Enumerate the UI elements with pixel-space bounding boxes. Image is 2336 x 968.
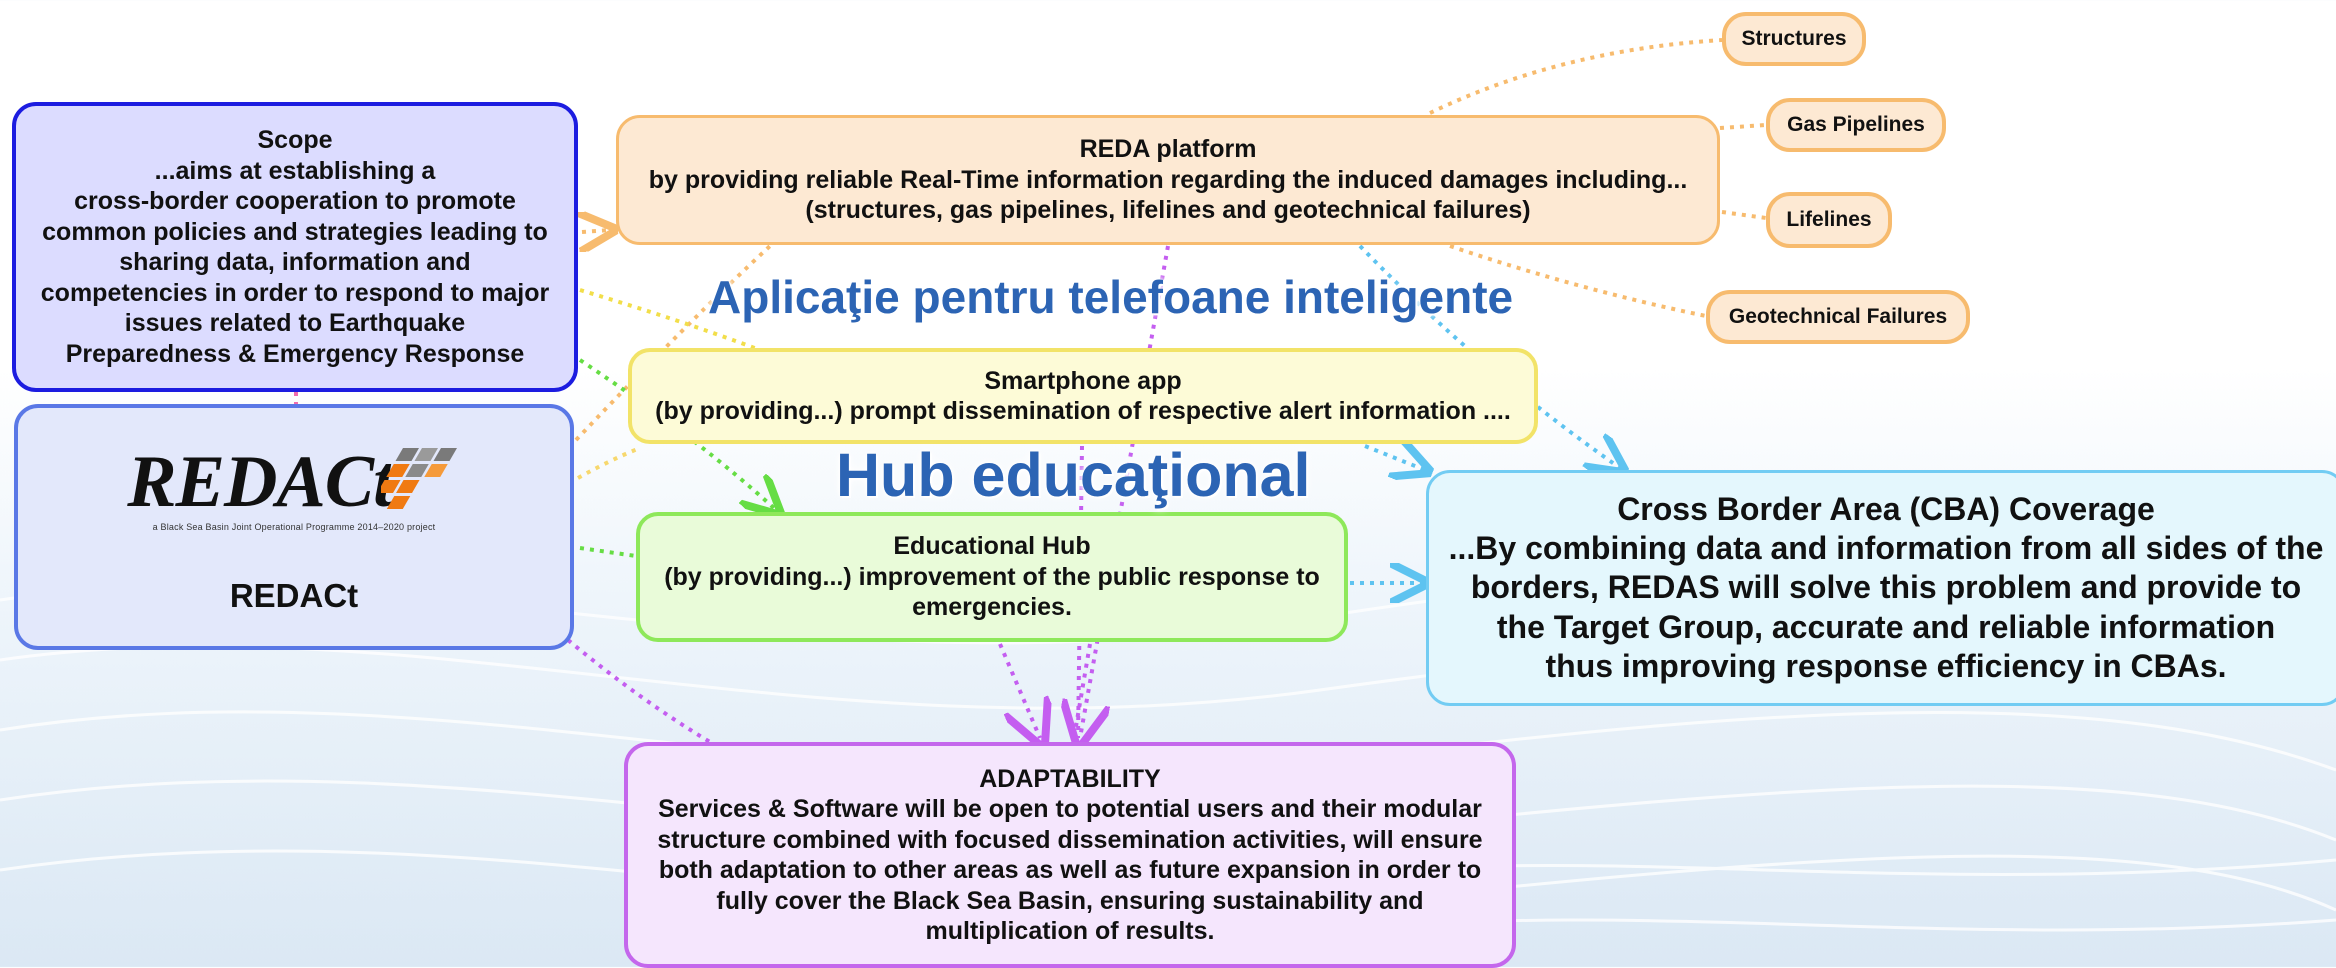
connector-reda-lifelines xyxy=(1721,210,1767,220)
scope-text-line: issues related to Earthquake xyxy=(124,309,466,337)
overlay-hub-title: Hub educaţional xyxy=(836,441,1311,509)
adaptability-title: ADAPTABILITY xyxy=(979,764,1161,793)
educational-hub-text-line: emergencies. xyxy=(912,593,1072,622)
adaptability-text-line: Services & Software will be open to pote… xyxy=(658,795,1482,823)
educational-hub-text-line: (by providing...) improvement of the pub… xyxy=(664,562,1320,591)
smartphone-app-title: Smartphone app xyxy=(984,366,1182,395)
overlay-app-title: Aplicaţie pentru telefoane inteligente xyxy=(708,271,1514,323)
scope-box: Scope ...aims at establishing a cross-bo… xyxy=(12,102,578,392)
connector-reda-adapt xyxy=(1080,245,1170,738)
connector-redact-adapt xyxy=(566,638,712,744)
connector-reda-geo xyxy=(1449,244,1707,318)
educational-hub-box: Educational Hub (by providing...) improv… xyxy=(636,512,1348,642)
reda-platform-text-line: by providing reliable Real-Time informat… xyxy=(648,165,1688,194)
connector-smartphone-adapt xyxy=(1076,445,1084,739)
scope-title: Scope xyxy=(257,126,333,154)
leaf-geotechnical-failures: Geotechnical Failures xyxy=(1706,290,1970,344)
scope-text-line: Preparedness & Emergency Response xyxy=(65,339,525,368)
adaptability-text-line: structure combined with focused dissemin… xyxy=(657,825,1483,854)
connector-scope-reda xyxy=(582,230,610,232)
redact-box: REDACt a Black Sea Basin Joint Operation… xyxy=(14,404,574,650)
educational-hub-title: Educational Hub xyxy=(893,532,1091,561)
cba-coverage-text-line: thus improving response efficiency in CB… xyxy=(1545,647,2227,684)
cba-coverage-box: Cross Border Area (CBA) Coverage ...By c… xyxy=(1426,470,2336,706)
cba-coverage-text-line: borders, REDAS will solve this problem a… xyxy=(1470,569,2302,606)
reda-platform-text-line: (structures, gas pipelines, lifelines an… xyxy=(805,196,1531,225)
cba-coverage-title: Cross Border Area (CBA) Coverage xyxy=(1617,491,2155,528)
scope-text-line: ...aims at establishing a xyxy=(154,156,436,185)
smartphone-app-text-line: (by providing...) prompt dissemination o… xyxy=(655,397,1511,425)
smartphone-app-box: Smartphone app (by providing...) prompt … xyxy=(628,348,1538,444)
adaptability-text-line: multiplication of results. xyxy=(925,917,1215,945)
connector-edu-adapt-1 xyxy=(998,643,1040,738)
cba-coverage-text-line: the Target Group, accurate and reliable … xyxy=(1496,608,2276,645)
redact-label: REDACt xyxy=(229,577,359,615)
scope-text-line: common policies and strategies leading t… xyxy=(42,217,548,246)
leaf-structures: Structures xyxy=(1722,12,1866,66)
redact-logo: REDACt a Black Sea Basin Joint Operation… xyxy=(127,437,460,532)
redact-logo-wordmark: REDACt xyxy=(127,441,393,524)
reda-platform-box: REDA platform by providing reliable Real… xyxy=(616,115,1720,245)
scope-text-line: cross-border cooperation to promote xyxy=(74,187,516,215)
connector-redact-smartphone xyxy=(577,446,641,480)
scope-text-line: competencies in order to respond to majo… xyxy=(40,278,550,307)
connector-smartphone-cba xyxy=(1364,446,1425,470)
leaf-gas-pipelines: Gas Pipelines xyxy=(1766,98,1946,152)
adaptability-text-line: both adaptation to other areas as well a… xyxy=(658,856,1482,884)
connector-reda-structures xyxy=(1429,38,1723,115)
adaptability-box: ADAPTABILITY Services & Software will be… xyxy=(624,742,1516,968)
leaf-lifelines: Lifelines xyxy=(1766,192,1892,248)
reda-platform-title: REDA platform xyxy=(1079,135,1257,164)
adaptability-text-line: fully cover the Black Sea Basin, ensurin… xyxy=(716,886,1424,915)
redact-logo-tagline: a Black Sea Basin Joint Operational Prog… xyxy=(152,521,436,532)
cba-coverage-text-line: ...By combining data and information fro… xyxy=(1448,530,2324,567)
connector-redact-educational xyxy=(579,546,637,558)
connector-redact-reda xyxy=(574,244,772,442)
connector-reda-gas xyxy=(1719,123,1767,130)
logo-tiles-icon xyxy=(380,448,457,510)
scope-text-line: sharing data, information and xyxy=(119,248,471,276)
